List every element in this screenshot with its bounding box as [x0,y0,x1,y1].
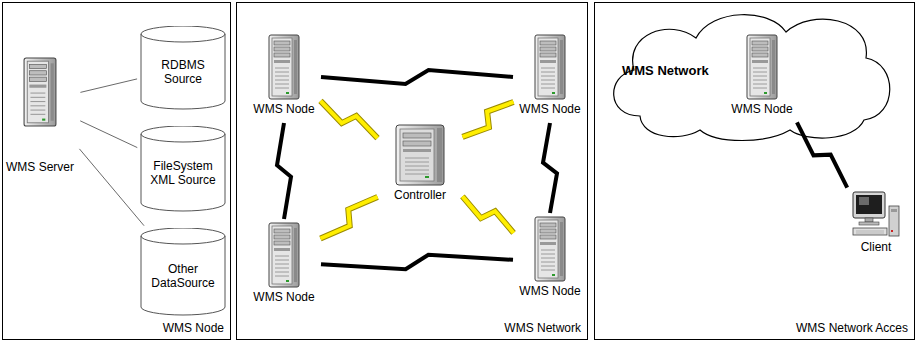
server-icon [534,34,566,100]
server-icon [23,26,57,158]
network-bolt [462,196,513,233]
network-bolt [321,255,513,270]
panel-frame: WMS Server RDBMS SourceFileSystem XML Sou… [2,2,231,340]
network-bolt [462,102,513,137]
panel-label: WMS Network [504,321,581,335]
network-bolt [543,123,557,213]
server-icon [268,34,300,100]
client-computer: Client [842,190,910,260]
network-bolt [320,197,377,239]
node-label: WMS Network [622,64,709,78]
server-node: WMS Node [250,222,318,308]
node-label: FileSystem XML Source [140,149,226,189]
node-label: WMS Node [253,102,314,116]
ctrl-icon [395,124,445,186]
node-label: WMS Node [519,284,580,298]
server-node: WMS Node [250,34,318,120]
panel-frame: WMS NodeWMS NodeControllerWMS NodeWMS No… [236,2,588,340]
data-link [80,79,137,92]
server-node: WMS Server [3,26,78,178]
data-link [80,121,137,148]
node-label: WMS Node [519,102,580,116]
node-label: RDBMS Source [140,48,226,88]
controller-node: Controller [380,124,460,208]
server-node: WMS Node [516,216,584,302]
server-icon [268,222,300,288]
network-cloud: WMS Node WMS Network [600,4,900,144]
datasource-cylinder: RDBMS Source [140,26,226,110]
datasource-cylinder: FileSystem XML Source [140,126,226,212]
network-bolt [797,122,847,187]
node-label: Other DataSource [140,252,226,292]
server-node: WMS Node [516,34,584,120]
node-label: Controller [394,188,446,202]
network-bolt [321,70,513,84]
node-label: WMS Node [253,290,314,304]
client-icon [851,190,901,238]
server-icon [534,216,566,282]
node-label: WMS Node [731,102,792,116]
panel-label: WMS Network Acces [796,321,908,335]
server-icon [746,34,778,100]
server-node: WMS Node [728,34,796,120]
node-label: Client [861,240,892,254]
node-label: WMS Server [6,160,74,174]
network-bolt [321,101,378,138]
panel-label: WMS Node [163,321,224,335]
network-bolt [277,123,291,219]
data-link [79,149,144,226]
datasource-cylinder: Other DataSource [140,228,226,316]
panel-frame: WMS Node WMS NetworkClientWMS Network Acc… [594,2,915,340]
